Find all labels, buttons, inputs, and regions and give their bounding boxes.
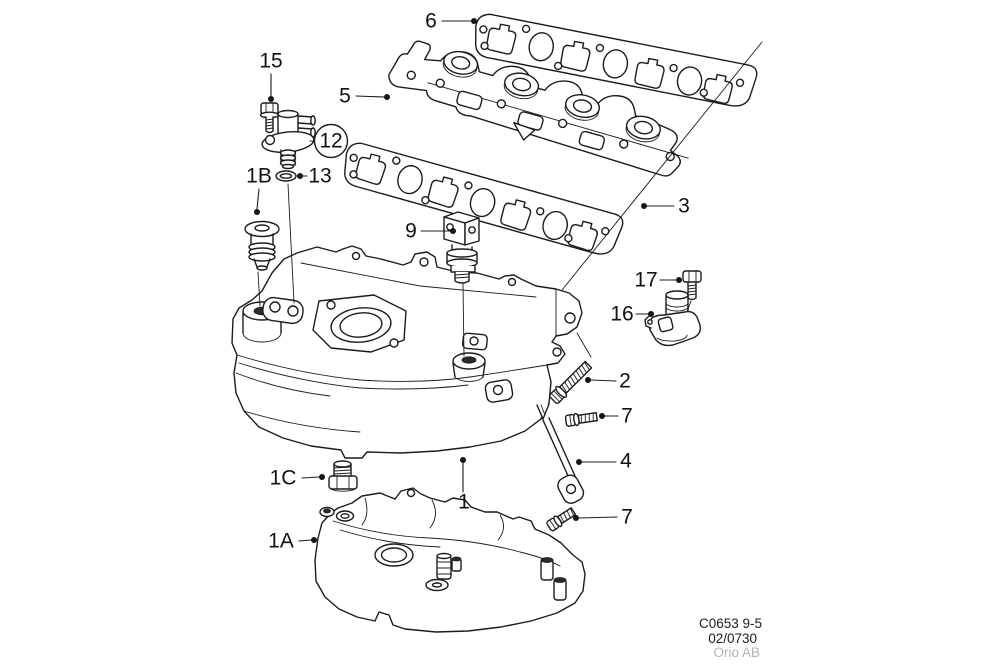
callout-labels: 6 5 3 15 12 13 1B 9 17 16 2 7 4 7 1 1C 1… (246, 10, 690, 553)
callout-9-label: 9 (405, 220, 417, 243)
grommet-axis-line (257, 271, 261, 307)
leader-lines (254, 18, 682, 543)
callout-7-lower-label: 7 (621, 506, 633, 529)
grommet-drawing (244, 220, 280, 271)
bolt2-axis-line (576, 332, 592, 358)
callout-16-label: 16 (610, 303, 633, 326)
callout-7-upper-label: 7 (621, 405, 633, 428)
valve-16-drawing (644, 290, 702, 347)
callout-1b-label: 1B (246, 165, 272, 188)
callout-15-label: 15 (259, 50, 282, 73)
callout-2-label: 2 (619, 370, 631, 393)
document-code: C0653 9-5 (699, 616, 762, 631)
alignment-line (557, 41, 763, 296)
callout-1-label: 1 (458, 491, 470, 514)
bolt-7-upper-drawing (564, 412, 598, 427)
callout-1c-label: 1C (270, 467, 297, 490)
bolt-15-drawing (259, 102, 280, 134)
callout-5-label: 5 (339, 85, 351, 108)
bolt-17-drawing (682, 270, 702, 301)
callout-1a-label: 1A (268, 530, 294, 553)
lower-manifold-drawing (314, 487, 586, 633)
bolt-7-lower-drawing (546, 507, 577, 532)
lower-gasket-drawing (337, 139, 627, 259)
plenum-chamber-drawing (231, 245, 583, 459)
vacuum-valve-drawing (261, 109, 316, 170)
callout-4-label: 4 (620, 450, 632, 473)
callout-13-label: 13 (308, 165, 331, 188)
callout-6-label: 6 (425, 10, 437, 33)
bolt-2-drawing (549, 360, 593, 404)
sensor-axis-line (462, 283, 465, 357)
callout-3-label: 3 (678, 195, 690, 218)
support-rod-drawing (536, 403, 585, 504)
brand-name: Orio AB (713, 645, 760, 660)
upper-manifold-drawing (388, 40, 689, 177)
oring-drawing (275, 170, 297, 182)
callout-12-label: 12 (319, 130, 342, 153)
callout-17-label: 17 (634, 269, 657, 292)
document-issue: 02/0730 (708, 631, 757, 646)
plug-1c-drawing (328, 460, 358, 492)
valve-axis-line (287, 183, 295, 304)
title-block: C0653 9-5 02/0730 Orio AB (699, 616, 762, 660)
